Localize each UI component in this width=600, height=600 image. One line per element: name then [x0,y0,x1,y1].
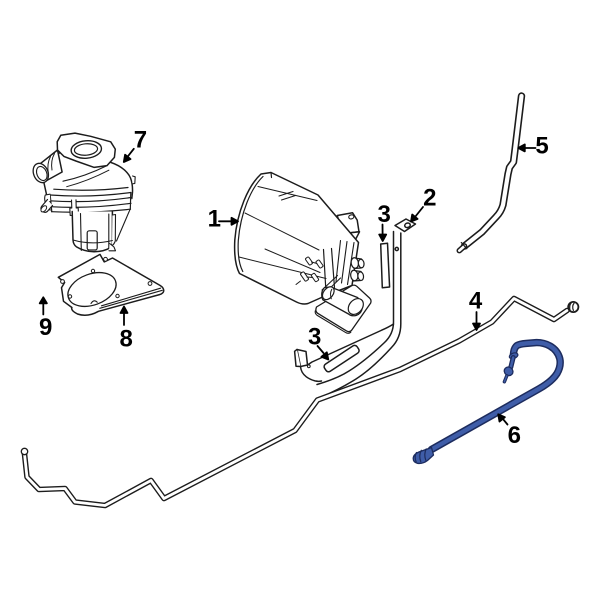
svg-text:3: 3 [308,323,321,350]
svg-text:4: 4 [469,288,483,315]
svg-text:2: 2 [423,185,436,212]
svg-text:6: 6 [508,422,521,449]
svg-text:7: 7 [134,127,147,154]
svg-text:5: 5 [535,133,548,160]
svg-text:1: 1 [208,205,221,232]
svg-text:8: 8 [120,325,133,352]
svg-text:3: 3 [378,201,391,228]
svg-text:9: 9 [39,314,52,341]
